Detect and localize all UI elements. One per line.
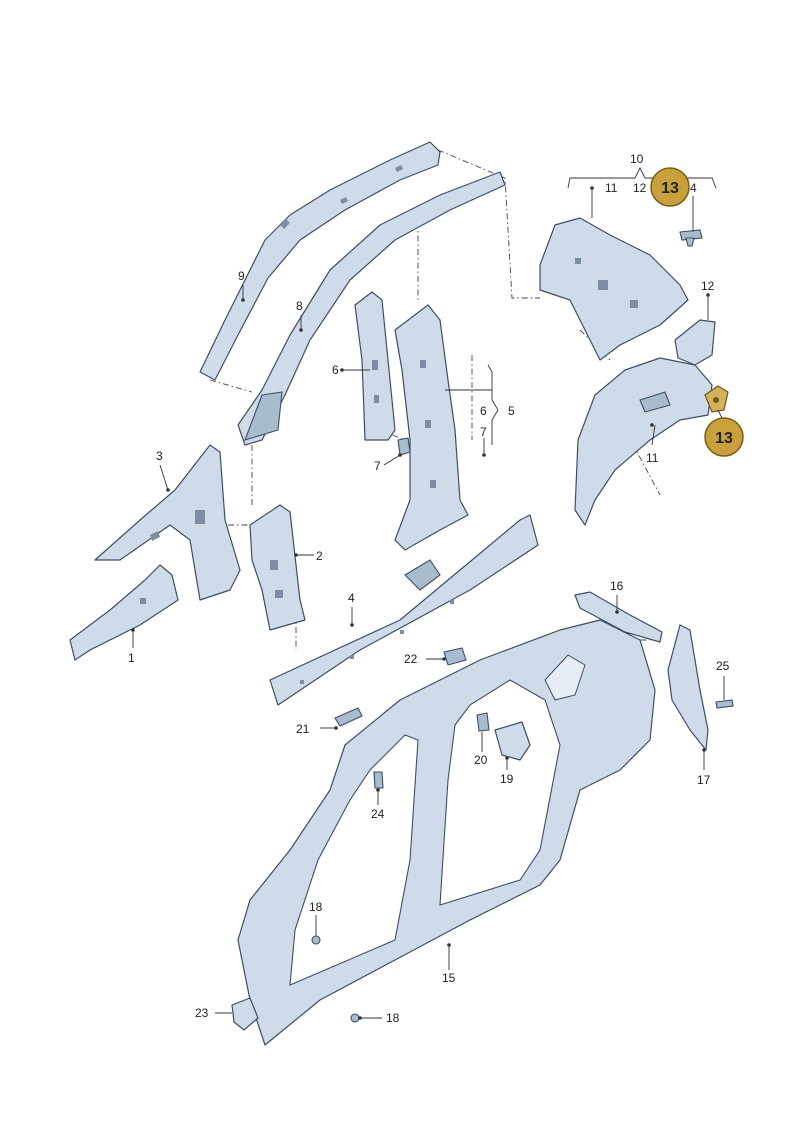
part-23-bracket	[231, 997, 259, 1031]
callout-7-group: 7	[480, 425, 487, 439]
callout-12-upper: 12	[633, 181, 647, 195]
callout-23: 23	[195, 1006, 209, 1020]
part-12-bracket	[674, 319, 716, 366]
badge-13-lower: 13	[704, 417, 744, 457]
part-3-a-pillar-inner	[94, 444, 241, 601]
callout-15: 15	[442, 971, 456, 985]
part-13-highlighted-bracket	[704, 385, 729, 413]
callout-6-group: 6	[480, 404, 487, 418]
part-9-roof-rail	[199, 141, 441, 381]
callout-17: 17	[697, 773, 711, 787]
leader-lines	[131, 166, 725, 1020]
callout-6: 6	[332, 363, 339, 377]
part-18-plug-upper	[311, 935, 321, 945]
badge-13-upper-label: 13	[661, 180, 679, 197]
part-1-front-rail	[69, 564, 179, 661]
callout-16: 16	[610, 579, 624, 593]
part-17-rear-bracket	[667, 624, 709, 751]
callout-18-lower: 18	[386, 1011, 400, 1025]
callout-4: 4	[348, 591, 355, 605]
part-22-clip	[443, 647, 467, 666]
part-5-b-pillar	[394, 304, 469, 551]
part-21-clip	[334, 707, 363, 727]
badge-13-upper: 13	[650, 167, 690, 207]
part-7-bracket	[397, 437, 411, 456]
callout-22: 22	[404, 652, 418, 666]
callout-2: 2	[316, 549, 323, 563]
callout-11: 11	[646, 451, 659, 465]
callout-12: 12	[701, 279, 715, 293]
callout-9: 9	[238, 269, 245, 283]
callout-8: 8	[296, 299, 303, 313]
part-6-b-pillar-inner	[354, 291, 396, 441]
part-19-bracket	[494, 721, 531, 761]
callout-24: 24	[371, 807, 385, 821]
part-11-wheelhouse	[574, 357, 713, 526]
part-25-bolt	[715, 699, 734, 709]
part-18-plug-lower	[350, 1013, 360, 1023]
part-2-a-pillar-reinforcement	[249, 504, 306, 631]
callout-7: 7	[374, 459, 381, 473]
part-4-bolt	[679, 229, 703, 247]
part-8-inner-rail	[237, 171, 506, 446]
part-16-trim	[574, 591, 663, 643]
part-20-clip	[476, 712, 490, 732]
callout-19: 19	[500, 772, 514, 786]
callout-3: 3	[156, 449, 163, 463]
callout-25: 25	[716, 659, 730, 673]
callout-11-upper: 11	[605, 181, 618, 195]
callout-1: 1	[128, 651, 135, 665]
part-4-sill	[269, 514, 539, 706]
callout-labels: 9 8 6 6 5 7 7 3 2 1 4 10 11 12 4 12 11 1…	[128, 152, 730, 1025]
part-15-side-panel-outer	[237, 619, 656, 1046]
part-11-rear-inner-panel	[539, 217, 689, 361]
callout-5: 5	[508, 404, 515, 418]
callout-10: 10	[630, 152, 644, 166]
callout-18-upper: 18	[309, 900, 323, 914]
callout-4-upper: 4	[690, 181, 697, 195]
part-24-plug	[373, 771, 384, 789]
callout-21: 21	[296, 722, 310, 736]
callout-20: 20	[474, 753, 488, 767]
badge-13-lower-label: 13	[715, 430, 733, 447]
